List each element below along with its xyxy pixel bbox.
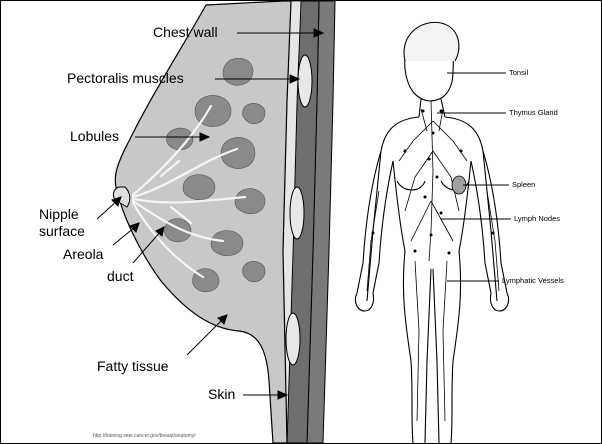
label-tonsil: Tonsil	[509, 69, 528, 77]
lymph-network	[367, 101, 499, 421]
figure-legs	[403, 251, 460, 443]
source-url: http://training.seer.cancer.gov/breast/a…	[93, 433, 196, 439]
figure-hair	[404, 22, 459, 61]
label-lymph-nodes: Lymph Nodes	[514, 215, 560, 223]
figure-arms	[357, 151, 507, 293]
label-lymphatic-vessels: Lymphatic Vessels	[502, 277, 564, 285]
label-spleen: Spleen	[512, 181, 535, 189]
label-thymus-gland: Thymus Gland	[509, 109, 558, 117]
